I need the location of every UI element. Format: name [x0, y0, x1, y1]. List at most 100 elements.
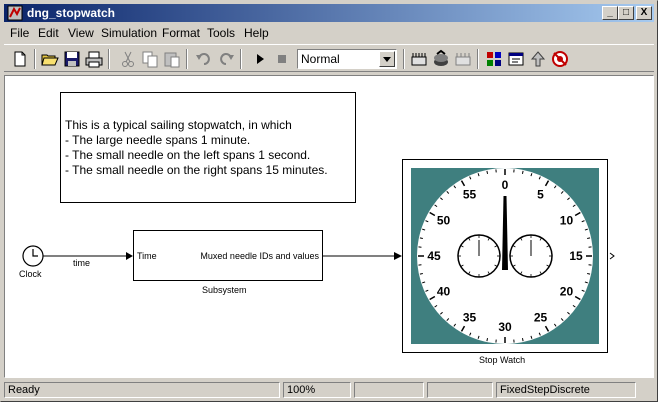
- zoom-level: 100%: [283, 382, 351, 398]
- dial-tick: [477, 173, 480, 177]
- dial-number: 20: [560, 285, 574, 299]
- subdial-tick: [468, 271, 471, 275]
- open-icon[interactable]: [40, 49, 60, 69]
- arrowhead-icon: [126, 252, 133, 260]
- annotation-line: - The large needle spans 1 minute.: [65, 133, 251, 147]
- simulation-mode-select[interactable]: Normal: [297, 49, 397, 69]
- dial-tick: [419, 272, 423, 275]
- menu-simulation[interactable]: Simulation: [101, 26, 158, 40]
- cut-icon[interactable]: [118, 49, 138, 69]
- dial-tick: [460, 180, 466, 187]
- dropdown-arrow-button[interactable]: [379, 51, 395, 67]
- subdial-tick: [539, 237, 542, 241]
- chevron-down-icon: [383, 57, 391, 62]
- update-diagram-icon[interactable]: [431, 49, 451, 69]
- menu-help[interactable]: Help: [244, 26, 269, 40]
- annotation-line: - The small needle on the left spans 1 s…: [65, 148, 311, 162]
- menu-file[interactable]: File: [10, 26, 30, 40]
- dial-tick: [560, 318, 564, 321]
- dial-tick: [572, 204, 576, 208]
- subdial-tick: [460, 245, 464, 248]
- stop-icon[interactable]: [272, 49, 292, 69]
- dial-number: 5: [537, 188, 544, 202]
- dial-number: 35: [463, 310, 477, 324]
- dial-tick: [584, 281, 588, 284]
- dial-tick: [587, 272, 591, 275]
- dial-number: 55: [463, 188, 477, 202]
- save-icon[interactable]: [62, 49, 82, 69]
- new-model-icon[interactable]: [10, 49, 30, 69]
- model-explorer-icon[interactable]: [506, 49, 526, 69]
- simulation-mode-value: Normal: [301, 52, 340, 66]
- dial-tick: [574, 295, 581, 301]
- paste-icon[interactable]: [162, 49, 182, 69]
- dial-number: 10: [560, 214, 574, 228]
- toolbar-separator: [34, 49, 36, 69]
- clock-block-label: Clock: [19, 269, 42, 279]
- menu-format[interactable]: Format: [162, 26, 201, 40]
- dial-number: 25: [534, 310, 548, 324]
- undo-icon[interactable]: [194, 49, 214, 69]
- dial-number: 0: [502, 178, 509, 192]
- play-icon[interactable]: [250, 49, 270, 69]
- dial-tick: [560, 191, 564, 194]
- dial-tick: [425, 289, 429, 292]
- dial-tick: [429, 295, 436, 301]
- dial-tick: [422, 281, 426, 284]
- dial-tick: [587, 237, 591, 240]
- subdial-tick: [494, 264, 498, 267]
- status-bar: Ready 100% FixedStepDiscrete: [4, 381, 654, 399]
- dial-tick: [544, 325, 550, 332]
- stopwatch-block-label: Stop Watch: [479, 355, 526, 365]
- annotation-line: - The small needle on the right spans 15…: [65, 163, 328, 177]
- go-to-parent-icon[interactable]: [528, 49, 548, 69]
- dial-tick: [538, 176, 541, 180]
- menu-bar: File Edit View Simulation Format Tools H…: [4, 23, 654, 42]
- maximize-button[interactable]: □: [618, 6, 634, 20]
- subdial-tick: [468, 237, 471, 241]
- dial-tick: [530, 335, 533, 339]
- dial-tick: [553, 323, 557, 327]
- subsystem-input-port-label: Time: [137, 251, 157, 261]
- subsystem-output-port-label: Muxed needle IDs and values: [200, 251, 319, 261]
- status-panel: [354, 382, 424, 398]
- subdial-tick: [546, 245, 550, 248]
- dial-tick: [429, 211, 436, 217]
- toolbar-separator: [108, 49, 110, 69]
- annotation-line: This is a typical sailing stopwatch, in …: [65, 118, 292, 132]
- dial-tick: [453, 185, 457, 189]
- dial-number: 15: [569, 249, 583, 263]
- dial-number: 30: [498, 320, 512, 334]
- dial-number: 40: [437, 285, 451, 299]
- clock-icon[interactable]: [21, 244, 45, 268]
- refresh-blocks-icon[interactable]: [453, 49, 473, 69]
- menu-view[interactable]: View: [68, 26, 94, 40]
- redo-icon[interactable]: [216, 49, 236, 69]
- dial-tick: [453, 323, 457, 327]
- print-icon[interactable]: [84, 49, 104, 69]
- minimize-button[interactable]: _: [602, 6, 618, 20]
- output-port-icon: [609, 252, 615, 260]
- close-button[interactable]: X: [636, 6, 652, 20]
- menu-edit[interactable]: Edit: [38, 26, 59, 40]
- subsystem-block[interactable]: Time Muxed needle IDs and values: [133, 230, 323, 281]
- dial-tick: [477, 335, 480, 339]
- dial-number: 45: [427, 249, 441, 263]
- dial-tick: [434, 304, 438, 308]
- status-panel: [427, 382, 493, 398]
- dial-tick: [521, 338, 524, 342]
- diagram-canvas[interactable]: This is a typical sailing stopwatch, in …: [4, 75, 654, 378]
- dial-tick: [581, 220, 585, 223]
- debug-icon[interactable]: [550, 49, 570, 69]
- dial-tick: [486, 338, 489, 342]
- build-icon[interactable]: [409, 49, 429, 69]
- annotation-textbox[interactable]: This is a typical sailing stopwatch, in …: [60, 92, 356, 203]
- copy-icon[interactable]: [140, 49, 160, 69]
- dial-tick: [567, 311, 570, 315]
- title-bar[interactable]: dng_stopwatch _ □ X: [4, 4, 654, 22]
- library-browser-icon[interactable]: [484, 49, 504, 69]
- menu-tools[interactable]: Tools: [207, 26, 236, 40]
